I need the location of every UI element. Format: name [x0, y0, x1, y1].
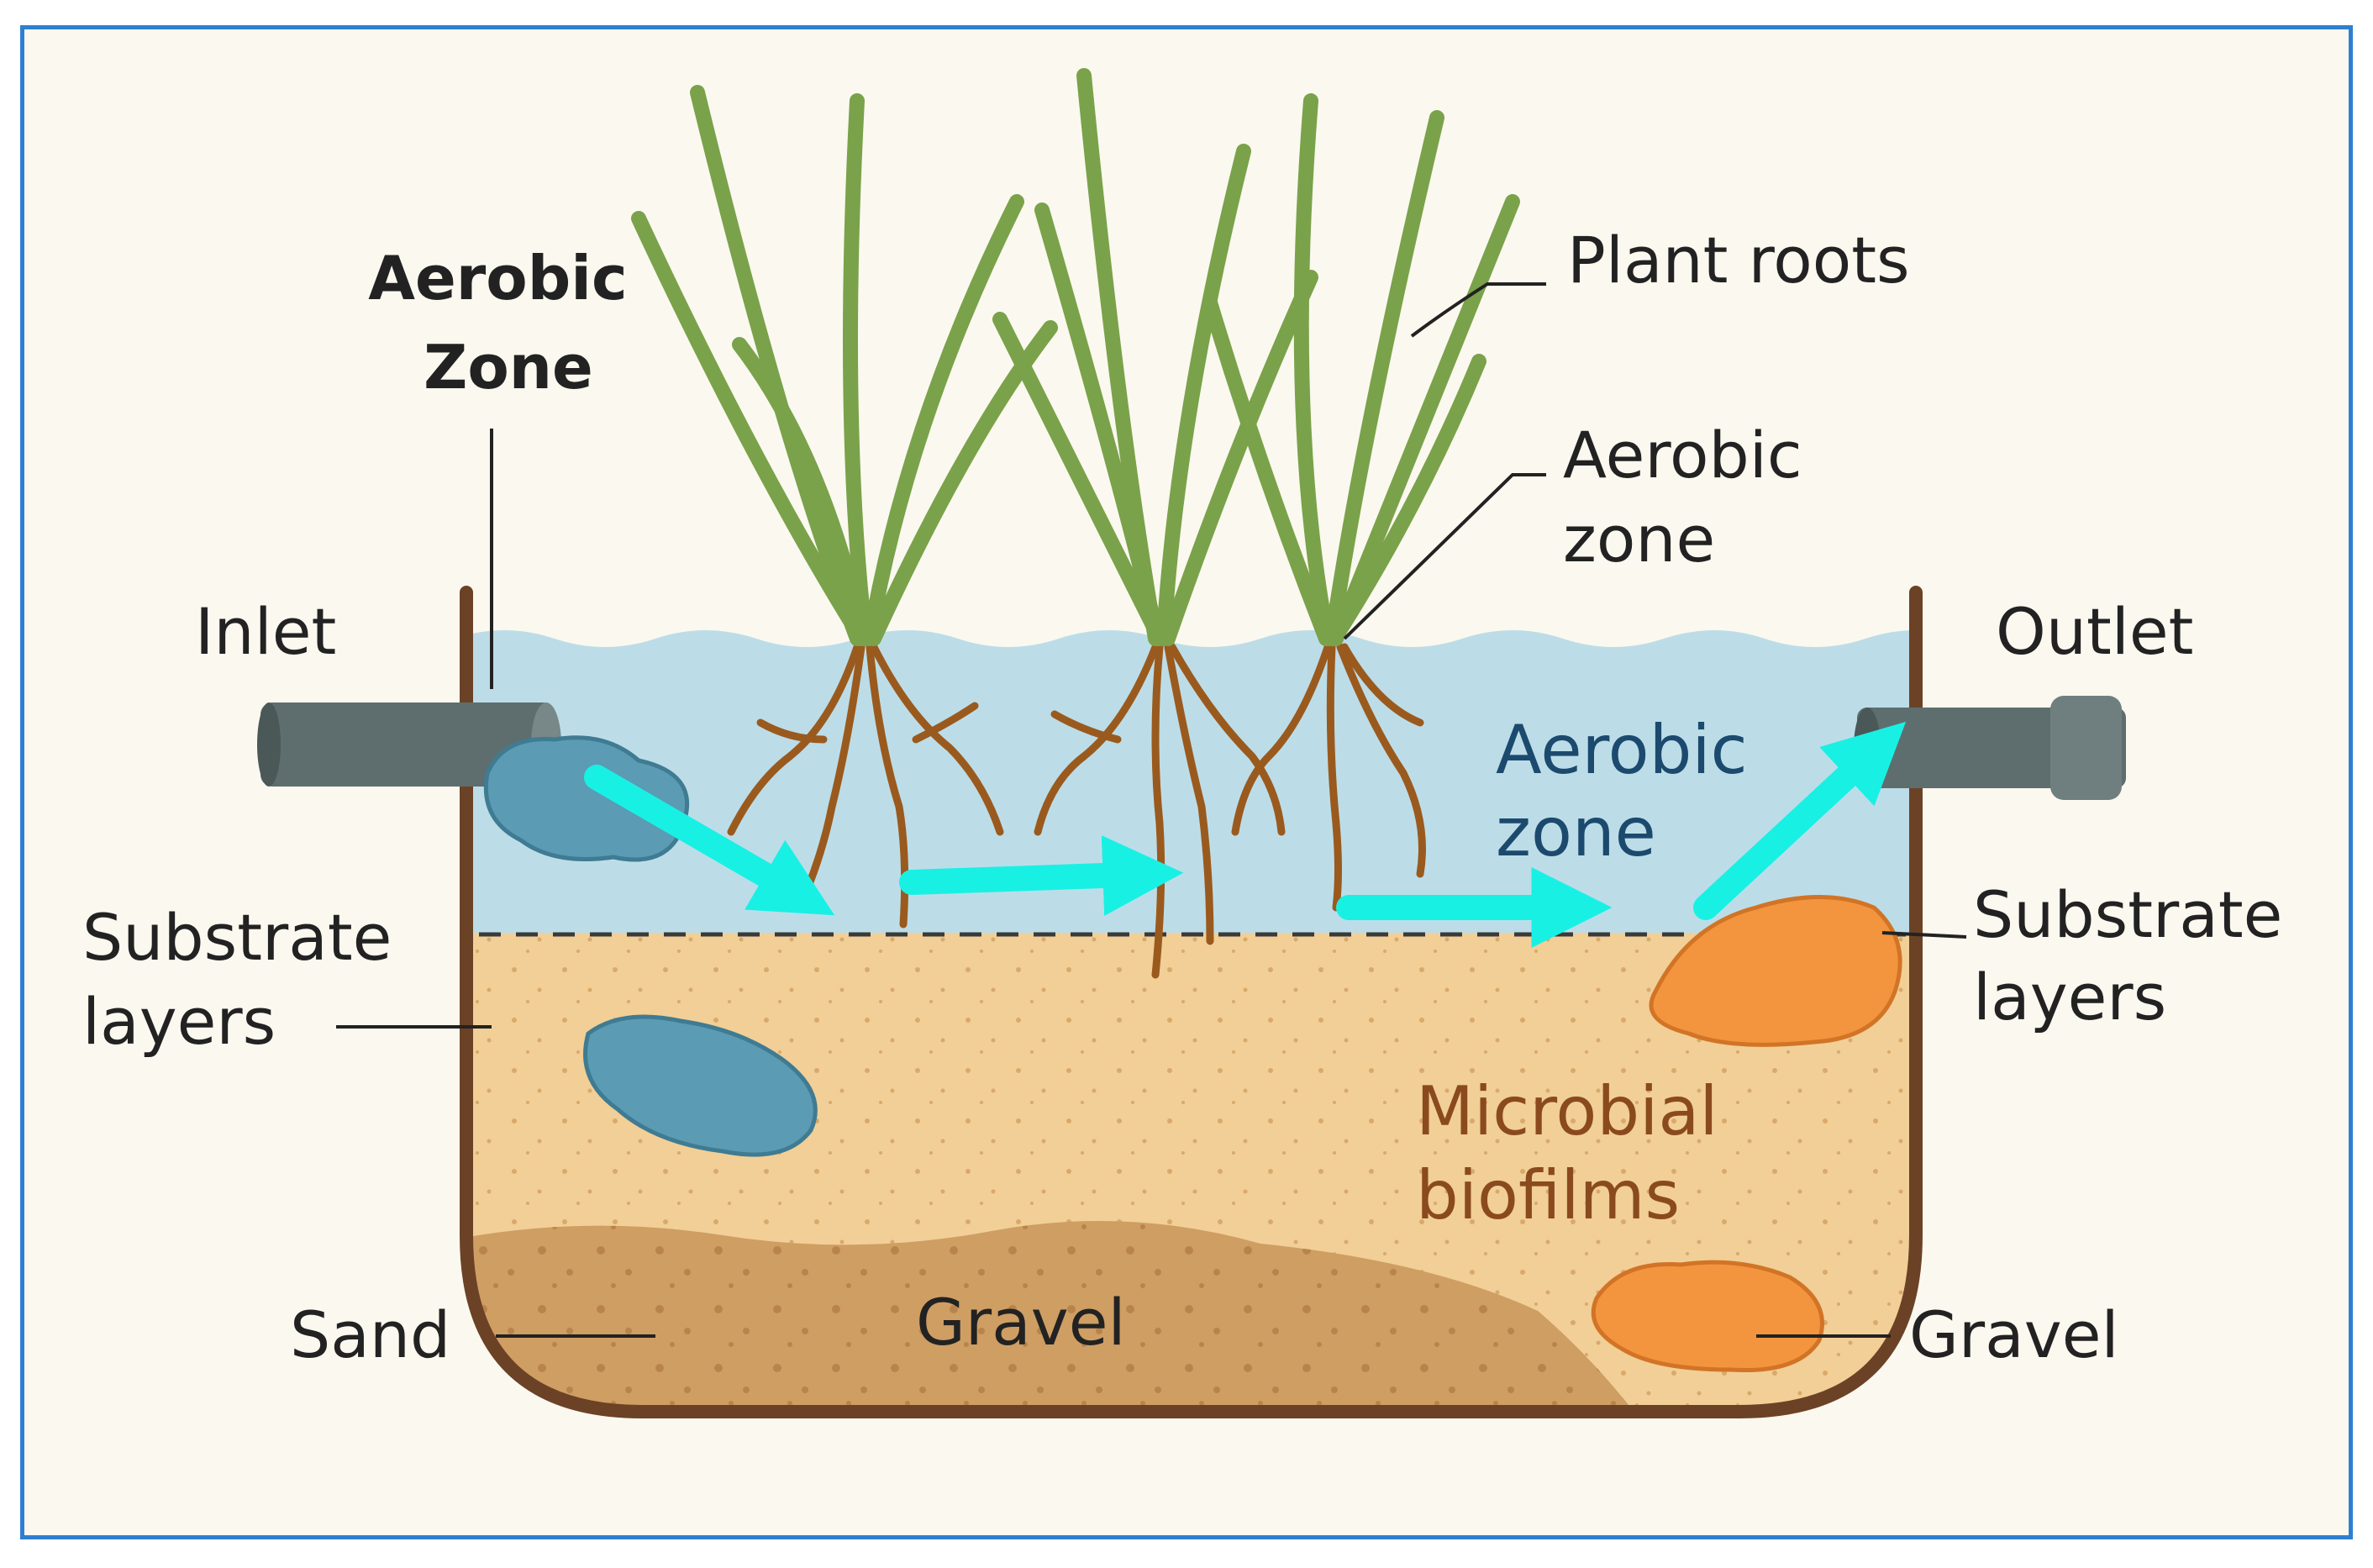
plant-2-leaves: [992, 68, 1318, 646]
plant-3-roots: [1231, 643, 1426, 912]
plant-1-leaves: [631, 85, 1058, 646]
label-sand: Sand: [290, 1297, 450, 1372]
label-microbial-biofilms: Microbial biofilms: [1416, 1072, 1739, 1234]
biofilm-blue-lower: [583, 1014, 818, 1157]
label-substrate-layers-left: Substrate layers: [82, 900, 413, 1059]
label-outlet: Outlet: [1996, 594, 2193, 669]
label-aerobic-zone-water: Aerobic zone: [1496, 711, 1769, 871]
leader-aerobic-zone-right: [1343, 473, 1546, 640]
water-surface-wave: [466, 605, 1916, 647]
label-substrate-layers-right: Substrate layers: [1973, 877, 2303, 1034]
basin-wall: [460, 586, 1923, 1418]
label-plant-roots: Plant roots: [1567, 223, 1910, 297]
plant-3: [1202, 93, 1520, 912]
flow-arrow-1: [584, 765, 835, 916]
plant-2-roots: [1034, 643, 1286, 979]
biofilm-orange-upper: [1649, 895, 1902, 1047]
leader-plant-roots: [1410, 282, 1546, 338]
flow-arrow-4: [1693, 721, 1907, 920]
label-gravel-center: Gravel: [916, 1285, 1126, 1360]
flow-arrows: [584, 721, 1907, 949]
biofilm-orange-lower: [1591, 1260, 1824, 1373]
flow-arrow-2: [899, 835, 1184, 916]
leader-substrate-right: [1881, 931, 1967, 939]
label-inlet: Inlet: [195, 594, 336, 669]
plant-2: [992, 68, 1318, 979]
plant-3-leaves: [1202, 93, 1520, 646]
label-aerobic-zone-right: Aerobic zone: [1563, 418, 1823, 576]
label-aerobic-zone-top: Aerobic Zone: [368, 243, 649, 403]
label-gravel-right: Gravel: [1909, 1297, 2119, 1372]
outlet-pipe: [1854, 696, 2126, 800]
